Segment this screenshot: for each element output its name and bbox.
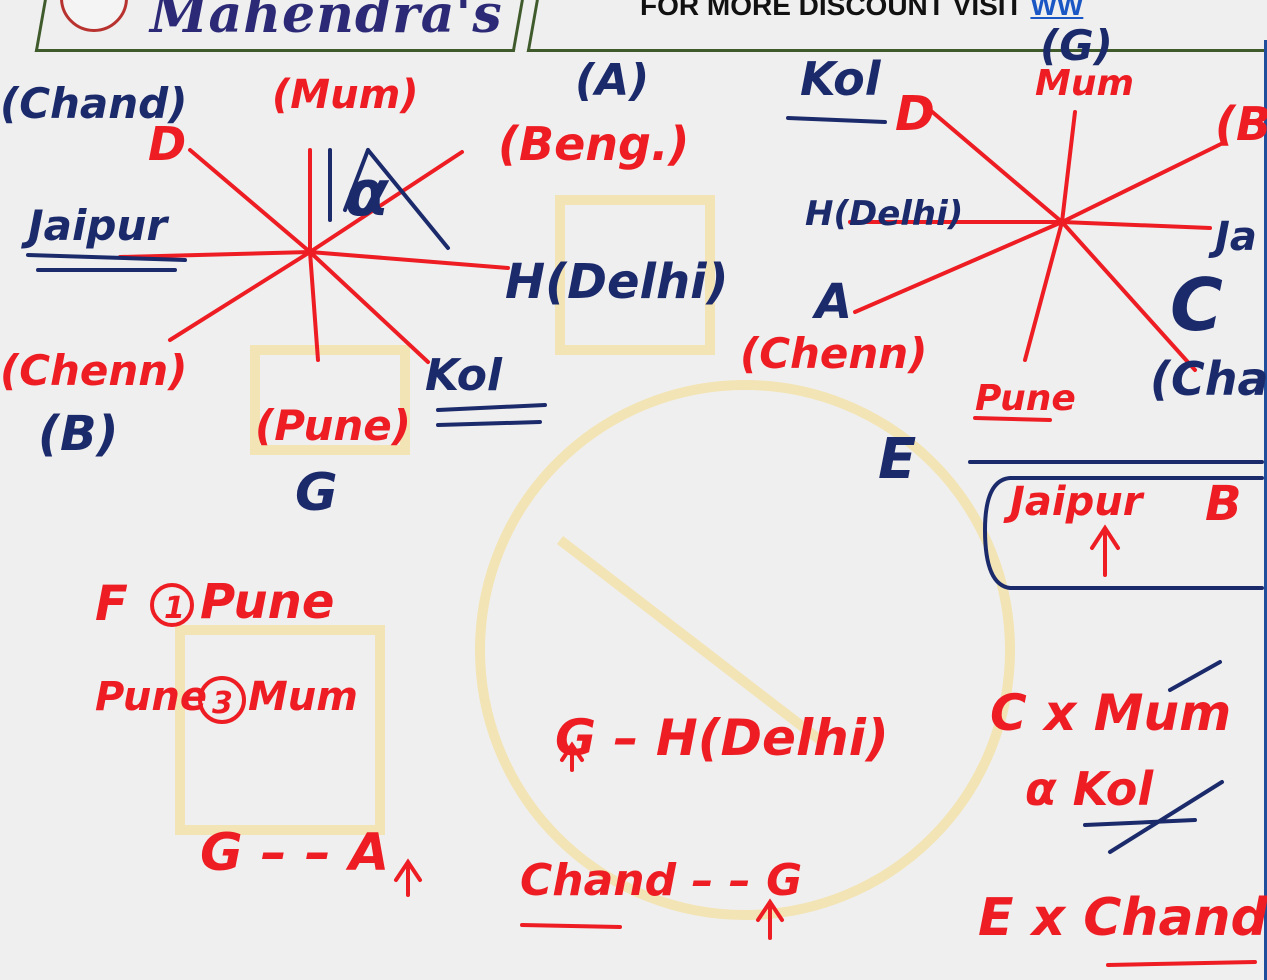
discount-label: FOR MORE DISCOUNT VISIT bbox=[640, 0, 1031, 21]
right-edge-bar bbox=[1264, 40, 1267, 980]
note-g-a: G – – A bbox=[200, 823, 389, 883]
right-top-left-label: Kol bbox=[800, 52, 882, 106]
right-top-label: Mum bbox=[1035, 63, 1134, 104]
right-marker-d: D bbox=[895, 86, 935, 142]
up-arrow-icon bbox=[756, 898, 784, 940]
left-marker-d: D bbox=[148, 117, 186, 171]
left-bottom-left-label: (Chenn) bbox=[0, 346, 187, 395]
spoke-left bbox=[118, 250, 312, 259]
left-right-label: H(Delhi) bbox=[505, 254, 729, 310]
spoke-bottom-left bbox=[168, 250, 312, 342]
spoke-top-left bbox=[928, 108, 1064, 224]
notes: F 1 Pune Pune 3 Mum G – H(Delhi) G – – A… bbox=[95, 574, 1267, 967]
note-circle-1: 1 bbox=[164, 591, 185, 626]
jaipur-bracket bbox=[982, 476, 1264, 590]
discount-banner-text: FOR MORE DISCOUNT VISIT WW bbox=[640, 0, 1083, 22]
spoke-right bbox=[1060, 220, 1212, 230]
spoke-bottom bbox=[1023, 220, 1064, 362]
alpha-stroke bbox=[366, 148, 450, 250]
circle-1-icon bbox=[150, 583, 194, 627]
right-marker-e: E bbox=[878, 427, 916, 492]
right-bottom-left-label: (Chenn) bbox=[740, 329, 927, 378]
right-marker-a: A bbox=[811, 274, 852, 330]
right-right-edge: Ja bbox=[1208, 214, 1257, 260]
note-pune-2: Pune bbox=[95, 674, 207, 720]
note-circle-3: 3 bbox=[212, 686, 233, 721]
spoke-bottom-right bbox=[308, 250, 430, 364]
logo-text: Mahendra's bbox=[150, 0, 503, 45]
right-marker-g: (G) bbox=[1040, 21, 1113, 70]
spoke-right bbox=[308, 250, 510, 270]
right-bottom-label: Pune bbox=[975, 378, 1076, 419]
left-left-label: Jaipur bbox=[21, 201, 169, 250]
spoke-top-right bbox=[308, 150, 464, 254]
left-marker-a: (A) bbox=[575, 55, 649, 106]
left-top-label: (Mum) bbox=[272, 72, 419, 118]
left-marker-b: (B) bbox=[38, 406, 118, 462]
note-g-delhi: G – H(Delhi) bbox=[555, 709, 889, 767]
right-marker-c: C bbox=[1170, 263, 1223, 347]
left-top-right-label: (Beng.) bbox=[498, 117, 689, 171]
right-bottom-right-label: (Cha bbox=[1150, 352, 1267, 406]
note-e-x-chand: E x Chand bbox=[978, 888, 1267, 948]
up-arrow-icon bbox=[1090, 524, 1120, 577]
up-arrow-icon bbox=[394, 858, 422, 897]
right-bottom-row-marker: B bbox=[1205, 476, 1242, 532]
left-bottom-label: (Pune) bbox=[255, 401, 411, 450]
note-pune-1: Pune bbox=[200, 574, 334, 630]
alpha-stroke bbox=[343, 148, 370, 212]
spoke-bottom bbox=[308, 250, 320, 362]
circle-3-icon bbox=[198, 676, 246, 724]
right-bottom-row-label: Jaipur bbox=[1003, 479, 1145, 525]
spoke-top-right bbox=[1060, 140, 1227, 224]
discount-link[interactable]: WW bbox=[1030, 0, 1084, 21]
left-alpha-label: α bbox=[345, 157, 390, 231]
right-top-right-edge: (B bbox=[1215, 97, 1267, 151]
right-left-label: H(Delhi) bbox=[805, 194, 963, 234]
spoke-top bbox=[1060, 110, 1077, 224]
right-seating-diagram: Kol D (G) Mum (B H(Delhi) Ja A (Chenn) C… bbox=[740, 21, 1267, 590]
note-f: F bbox=[95, 576, 128, 632]
note-c-x-mum: C x Mum bbox=[990, 684, 1231, 742]
spoke-top-left bbox=[188, 148, 312, 254]
left-top-left-label: (Chand) bbox=[0, 79, 187, 128]
watermark-icon bbox=[175, 195, 1015, 920]
note-chand-g: Chand – – G bbox=[520, 855, 802, 906]
left-marker-g: G bbox=[295, 463, 338, 523]
spoke-bottom-right bbox=[1060, 220, 1197, 372]
up-arrow-icon bbox=[560, 741, 584, 772]
note-mum: Mum bbox=[248, 674, 358, 720]
left-bottom-right-label: Kol bbox=[425, 350, 503, 401]
spoke-bottom-left bbox=[853, 220, 1064, 314]
note-alpha-kol: α Kol bbox=[1025, 762, 1154, 816]
left-seating-diagram: (Chand) D (Mum) α (A) (Beng.) Jaipur H(D… bbox=[0, 55, 729, 523]
